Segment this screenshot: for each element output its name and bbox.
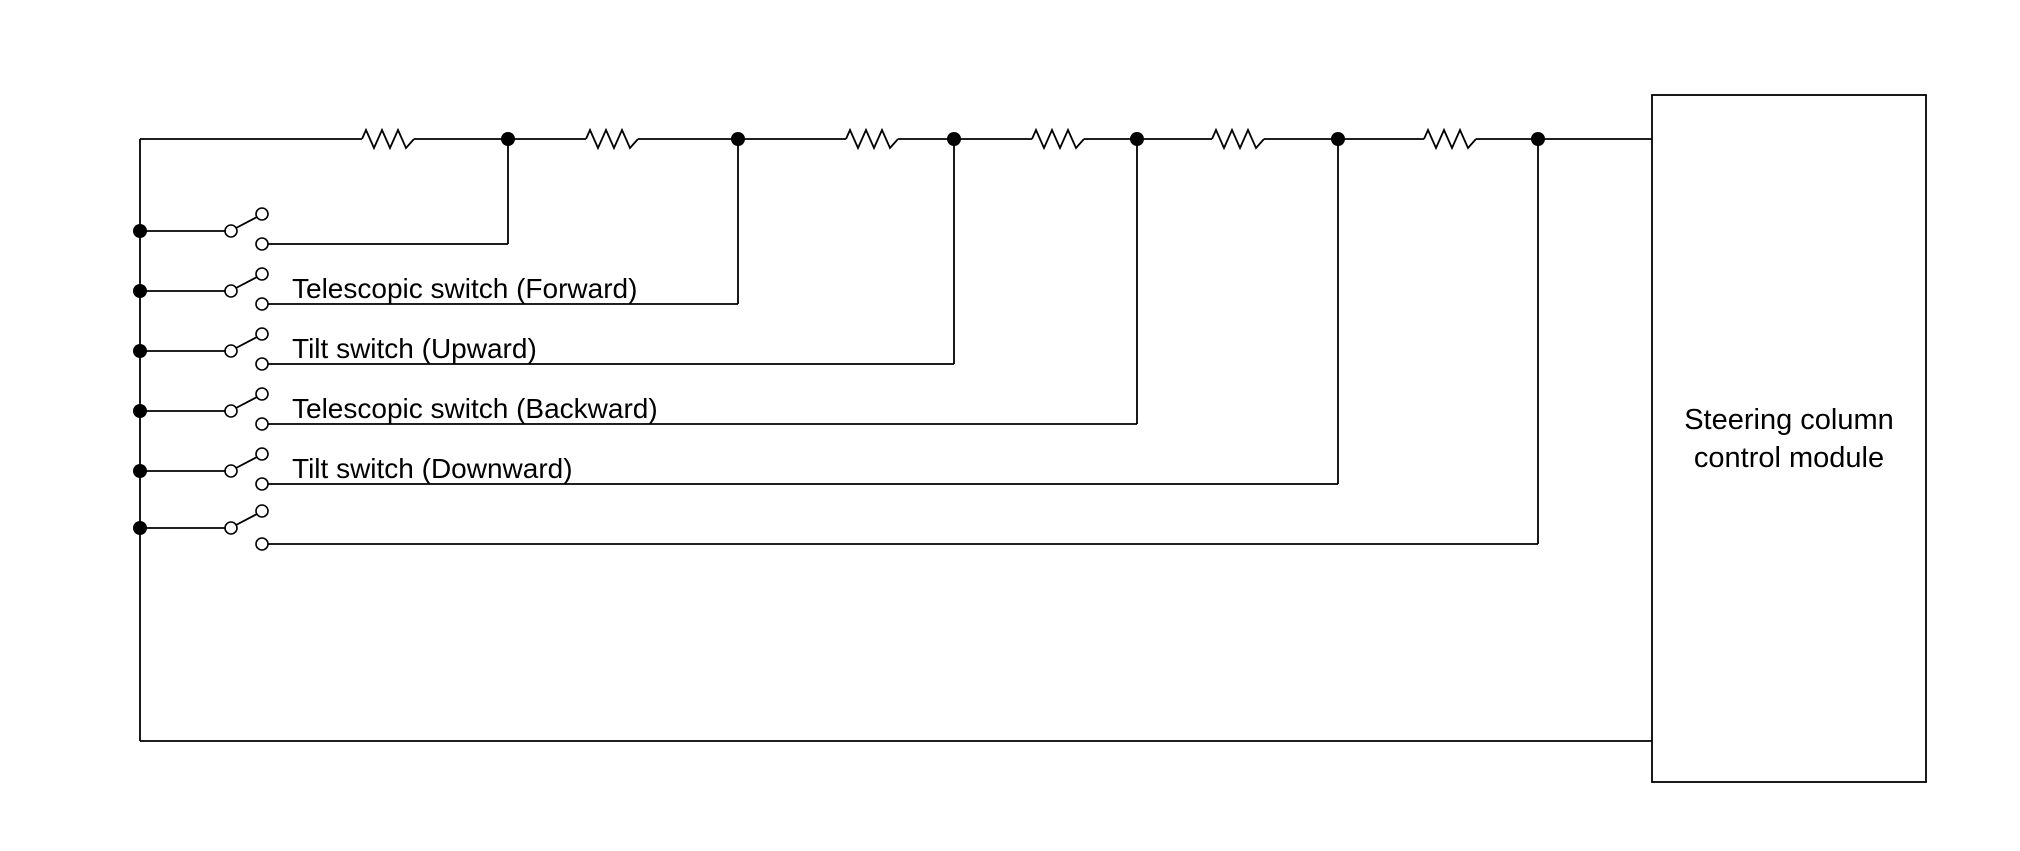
switch-terminal [255, 237, 269, 251]
switch-label: Telescopic switch (Forward) [292, 273, 637, 304]
switch-3: Tilt switch (Upward) [133, 327, 954, 371]
switch-terminal [224, 464, 238, 478]
switch-blade [235, 216, 258, 229]
resistor-5 [1211, 127, 1265, 151]
switch-terminal [255, 417, 269, 431]
junction-dot [947, 132, 961, 146]
switch-6 [133, 504, 1538, 551]
switch-5: Tilt switch (Downward) [133, 447, 1338, 491]
switch-terminal [224, 344, 238, 358]
switch-label: Tilt switch (Downward) [292, 453, 573, 484]
resistor-6 [1423, 127, 1477, 151]
junction-dot [1130, 132, 1144, 146]
junction-dot [1331, 132, 1345, 146]
switch-terminal [255, 387, 269, 401]
switch-2: Telescopic switch (Forward) [133, 267, 738, 311]
switch-terminal [255, 327, 269, 341]
switch-terminal [224, 404, 238, 418]
switch-blade [235, 456, 258, 469]
switch-4: Telescopic switch (Backward) [133, 387, 1137, 431]
control-module-label-line1: Steering column [1684, 404, 1894, 436]
switch-terminal [224, 224, 238, 238]
switch-terminal [224, 284, 238, 298]
switch-blade [235, 276, 258, 289]
resistor-2 [585, 127, 639, 151]
switch-terminal [255, 537, 269, 551]
switch-terminal [224, 521, 238, 535]
switch-terminal [255, 207, 269, 221]
junction-dot [731, 132, 745, 146]
control-module-box [1651, 94, 1927, 783]
switch-terminal [255, 477, 269, 491]
switch-label: Tilt switch (Upward) [292, 333, 537, 364]
switch-blade [235, 396, 258, 409]
switch-blade [235, 513, 258, 526]
switch-terminal [255, 447, 269, 461]
switch-1 [133, 207, 508, 251]
resistor-3 [845, 127, 899, 151]
junction-dot [1531, 132, 1545, 146]
switch-blade [235, 336, 258, 349]
control-module-label-line2: control module [1694, 442, 1884, 474]
switch-terminal [255, 357, 269, 371]
switch-terminal [255, 297, 269, 311]
resistor-1 [361, 127, 415, 151]
resistor-4 [1031, 127, 1085, 151]
switch-terminal [255, 504, 269, 518]
switch-terminal [255, 267, 269, 281]
junction-dot [501, 132, 515, 146]
switch-label: Telescopic switch (Backward) [292, 393, 658, 424]
